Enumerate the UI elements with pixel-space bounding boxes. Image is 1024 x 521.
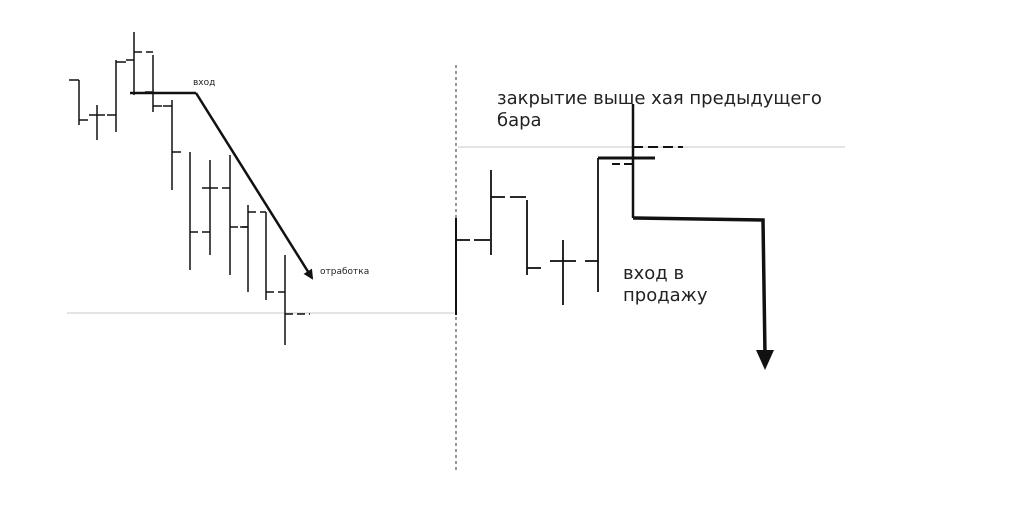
right-sell-path [632,216,767,356]
right-bar-6 [612,104,683,218]
left-bar-7 [189,152,210,270]
left-bar-8 [202,160,230,255]
left-bar-10 [240,205,266,292]
left-bar-4 [126,32,153,95]
right-bar-5 [585,158,599,292]
right-sell-arrowhead [756,350,774,370]
left-panel [67,32,454,345]
left-bar-6 [163,100,181,190]
right-bar-2 [490,170,526,255]
left-bar-2 [89,105,105,140]
right-bar-3 [526,200,541,275]
left-bar-12 [284,255,310,345]
right-panel [455,104,845,370]
left-move-arrow [194,92,314,280]
left-bar-1 [69,79,88,125]
left-bar-5 [145,55,162,112]
left-entry-label: вход [193,78,216,88]
rebound-label: отработка [320,267,370,277]
right-bar-1 [455,218,490,315]
left-bar-3 [107,60,126,132]
close-above-label: закрытие выше хая предыдущего бара [497,88,822,131]
left-bar-11 [265,212,285,300]
right-bar-4 [550,240,576,305]
sell-entry-label: вход в продажу [623,263,708,306]
